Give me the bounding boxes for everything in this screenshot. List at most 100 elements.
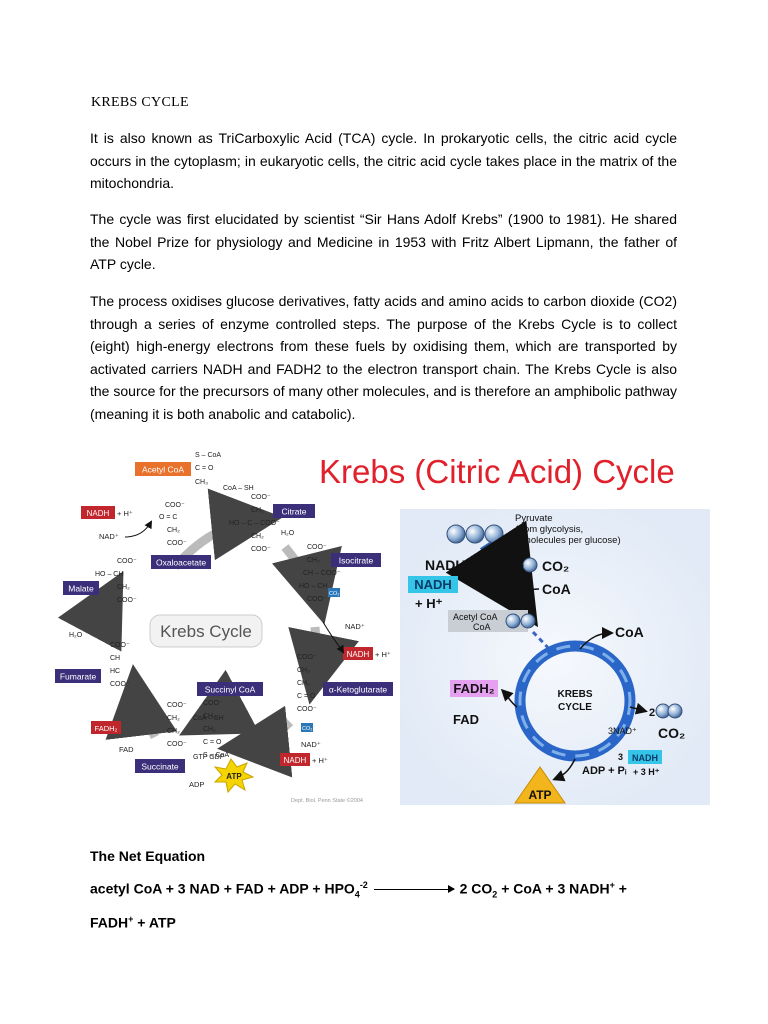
nadh-isocitrate: NADH (347, 650, 370, 659)
krebs-cycle-word-2: CYCLE (558, 702, 592, 713)
nad-left-top: NAD⁺ (99, 532, 119, 541)
svg-text:CH₂: CH₂ (251, 533, 264, 540)
pyruvate-line-1: Pyruvate (515, 513, 553, 524)
fadh2-right: FADH₂ (453, 681, 494, 696)
nadh-box-right: NADH (632, 753, 658, 763)
malate-label: Malate (68, 584, 94, 594)
nadh-left-top: NADH (87, 509, 110, 518)
co2-ball-right-2 (667, 703, 683, 719)
reaction-arrow-icon (373, 885, 455, 894)
svg-text:S – CoA: S – CoA (195, 452, 221, 459)
svg-text:COO⁻: COO⁻ (110, 681, 130, 688)
atp-burst-icon (213, 758, 255, 794)
net-eq-rhs-3: + (618, 880, 627, 897)
succinate-label: Succinate (141, 762, 179, 772)
right-cycle-diagram: Krebs (Citric Acid) Cycle Pyruvate (from… (319, 453, 710, 805)
pyruvate-ball-3 (484, 524, 504, 544)
plus-h-isocitrate: + H⁺ (375, 650, 391, 659)
svg-text:CH – COO⁻: CH – COO⁻ (303, 570, 341, 577)
three-label: 3 (618, 752, 623, 762)
coa-entry: CoA (542, 581, 571, 597)
plus-h-ketoglutarate: + H⁺ (312, 756, 328, 765)
net-eq-rhs-1: 2 CO (459, 880, 493, 897)
isocitrate-label: Isocitrate (339, 556, 374, 566)
pyruvate-ball-2 (465, 524, 485, 544)
krebs-cycle-word-1: KREBS (557, 689, 592, 700)
fadh2-left: FADH₂ (95, 724, 118, 733)
net-equation-title: The Net Equation (90, 848, 206, 864)
plus-3h-label: + 3 H⁺ (633, 767, 660, 777)
svg-text:CH₂: CH₂ (167, 527, 180, 534)
svg-text:CH₂: CH₂ (203, 726, 216, 733)
three-nad-label: 3NAD⁺ (608, 726, 637, 736)
adp-pi-right: ADP + Pᵢ (582, 765, 627, 777)
co2-right: CO₂ (658, 725, 685, 741)
acetyl-coa-right-2: CoA (473, 622, 491, 632)
svg-text:COO⁻: COO⁻ (167, 741, 187, 748)
svg-text:CH₂: CH₂ (297, 667, 310, 674)
net-eq-line2-1: FADH (90, 915, 129, 932)
svg-text:CH₂: CH₂ (203, 713, 216, 720)
nadh-ketoglutarate: NADH (284, 756, 307, 765)
co2-ball-top (522, 557, 538, 573)
paragraph-history: The cycle was first elucidated by scient… (90, 211, 677, 272)
adp-left: ADP (189, 780, 204, 789)
acetyl-coa-label: Acetyl CoA (142, 465, 184, 475)
svg-text:C = O: C = O (203, 739, 222, 746)
net-eq-rhs-sup: + (609, 880, 615, 890)
plus-h-left-top: + H⁺ (117, 509, 133, 518)
two-label: 2 (649, 707, 655, 719)
h2o-left-top: H₂O (281, 530, 295, 537)
atp-right: ATP (528, 788, 551, 802)
nadh-right: NADH (414, 577, 452, 592)
svg-text:COO⁻: COO⁻ (307, 596, 327, 603)
figure-credit: Dept. Biol. Penn State ©2004 (291, 797, 363, 804)
coa-top-right: CoA (615, 624, 644, 640)
svg-text:HO – C – COO⁻: HO – C – COO⁻ (229, 520, 280, 527)
svg-text:COO⁻: COO⁻ (167, 540, 187, 547)
svg-text:COO⁻: COO⁻ (307, 544, 327, 551)
svg-text:HO – CH: HO – CH (299, 583, 327, 590)
krebs-cycle-figure: Krebs Cycle Acetyl CoA Citrate Isocitrat… (55, 452, 710, 805)
document-title: KREBS CYCLE (91, 95, 189, 110)
gtp-gdp-label: GTP GDP (193, 754, 225, 761)
pyruvate-line-3: 2 molecules per glucose) (515, 535, 621, 546)
nad-isocitrate: NAD⁺ (345, 622, 365, 631)
ketoglutarate-label: α-Ketoglutarate (329, 685, 388, 695)
net-eq-line2-2: + ATP (137, 915, 176, 932)
svg-text:CoA – SH: CoA – SH (223, 485, 254, 492)
nad-ketoglutarate: NAD⁺ (301, 740, 321, 749)
svg-text:COO⁻: COO⁻ (110, 642, 130, 649)
pyruvate-line-2: (from glycolysis, (515, 524, 583, 535)
h2o-left-mid: H₂O (69, 632, 83, 639)
svg-text:C = O: C = O (297, 693, 316, 700)
net-eq-lhs: acetyl CoA + 3 NAD + FAD + ADP + HPO (90, 880, 355, 897)
citrate-label: Citrate (281, 507, 306, 517)
svg-text:COO⁻: COO⁻ (297, 706, 317, 713)
fad-left: FAD (119, 745, 134, 754)
co2-isocitrate: CO₂ (329, 591, 339, 597)
pyruvate-ball-1 (446, 524, 466, 544)
svg-text:COO⁻: COO⁻ (165, 502, 185, 509)
nadh-plus-right: NADH⁺ (425, 557, 473, 573)
svg-text:COO⁻: COO⁻ (167, 702, 187, 709)
svg-text:C = O: C = O (195, 465, 214, 472)
net-eq-rhs-sub: 2 (492, 889, 498, 900)
svg-text:CH: CH (110, 655, 120, 662)
paragraph-process: The process oxidises glucose derivatives… (90, 293, 677, 422)
svg-text:COO⁻: COO⁻ (251, 546, 271, 553)
net-eq-rhs-2: + CoA + 3 NADH (501, 880, 610, 897)
svg-text:CH₃: CH₃ (195, 479, 208, 486)
svg-text:CH₂: CH₂ (117, 584, 130, 591)
atp-triangle-icon (514, 766, 566, 804)
co2-ketoglutarate: CO₂ (302, 726, 312, 732)
svg-text:COO⁻: COO⁻ (117, 597, 137, 604)
fad-right: FAD (453, 712, 479, 727)
atp-left: ATP (226, 772, 242, 781)
acetyl-ball-2 (520, 613, 536, 629)
svg-text:CH₂: CH₂ (251, 507, 264, 514)
acetyl-coa-right-1: Acetyl CoA (453, 612, 498, 622)
svg-text:CH₂: CH₂ (167, 715, 180, 722)
svg-text:HC: HC (110, 668, 120, 675)
